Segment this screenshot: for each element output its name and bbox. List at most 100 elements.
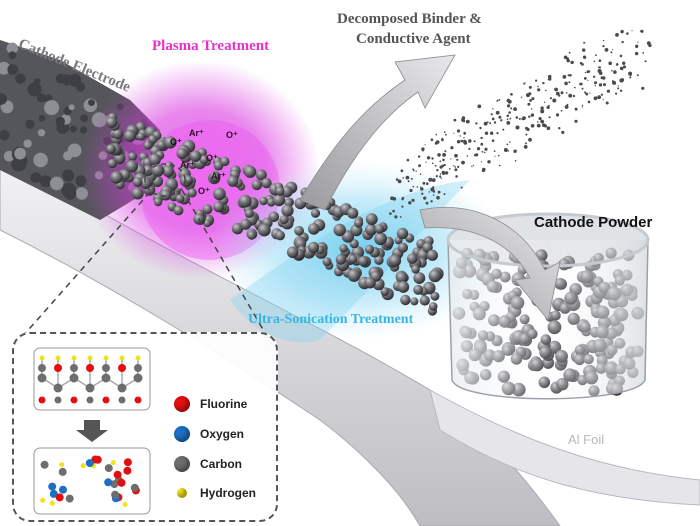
cathode-particle [426, 249, 438, 261]
cathode-particle [251, 179, 263, 191]
carbon-atom [133, 373, 143, 383]
dust-particle [415, 170, 417, 172]
dust-particle [454, 166, 457, 168]
cathode-particle [347, 269, 361, 282]
electrode-grain [0, 61, 11, 75]
cathode-particle [151, 164, 165, 177]
dust-particle [554, 87, 558, 92]
carbon-atom [37, 373, 47, 383]
dust-particle [507, 104, 511, 108]
hydrogen-atom [39, 355, 45, 361]
fragment-atom [130, 483, 139, 492]
cathode-particle [148, 134, 158, 144]
dust-particle [490, 113, 493, 116]
dust-particle [626, 32, 629, 35]
electrode-grain [6, 42, 18, 54]
dust-particle [530, 113, 535, 117]
dust-particle [498, 99, 501, 101]
cathode-particle [339, 244, 348, 253]
cathode-particle [244, 165, 257, 178]
dust-particle [606, 89, 611, 93]
decomposed-label-line1: Decomposed Binder & [337, 11, 482, 27]
dust-particle [479, 126, 482, 130]
dust-particle [549, 97, 553, 100]
cathode-particle [413, 272, 426, 284]
dust-particle [394, 215, 398, 219]
dust-particle [421, 192, 424, 195]
cathode-particle [419, 295, 430, 306]
dust-particle [441, 170, 445, 175]
dust-particle [528, 85, 532, 89]
dust-particle [584, 91, 587, 94]
dust-particle [480, 136, 483, 140]
cathode-particle [106, 116, 118, 128]
dust-particle [619, 78, 624, 83]
dust-particle [401, 205, 404, 208]
dust-particle [525, 142, 527, 145]
dust-particle [540, 106, 544, 110]
dust-particle [537, 88, 541, 92]
dust-particle [584, 71, 587, 74]
cathode-particle [275, 186, 285, 196]
legend-oxygen: Oxygen [174, 426, 244, 442]
dust-particle [543, 101, 546, 104]
dust-particle [475, 122, 478, 125]
dust-particle [621, 40, 624, 44]
dust-particle [600, 76, 604, 80]
hydrogen-atom [103, 355, 109, 361]
dust-particle [450, 146, 454, 150]
dust-particle [437, 153, 441, 157]
dust-particle [491, 139, 495, 142]
dust-particle [471, 165, 473, 167]
electrode-grain [30, 172, 42, 184]
dust-particle [574, 107, 578, 111]
dust-particle [619, 54, 623, 58]
dust-particle [434, 141, 438, 145]
dust-particle [401, 196, 405, 200]
atom [38, 364, 46, 372]
dust-particle [484, 147, 488, 151]
cathode-particle [275, 230, 285, 241]
cathode-particle [255, 169, 267, 181]
cathode-particle [272, 193, 286, 207]
electrode-grain [14, 147, 26, 160]
dust-particle [594, 85, 596, 87]
electrode-grain [88, 99, 95, 106]
dust-particle [406, 158, 410, 162]
cathode-particle [281, 185, 293, 198]
dust-particle [574, 119, 578, 123]
dust-particle [443, 193, 446, 196]
dust-particle [468, 147, 471, 150]
dust-particle [579, 61, 583, 65]
legend-label: Fluorine [200, 397, 248, 411]
dust-particle [486, 121, 489, 124]
carbon-dot-icon [174, 456, 190, 472]
atom [70, 364, 78, 372]
dust-particle [450, 158, 452, 160]
legend-label: Oxygen [200, 427, 245, 441]
cathode-particle [410, 297, 419, 306]
cathode-particle [294, 225, 304, 236]
dust-particle [611, 69, 613, 72]
decomposed-dust [389, 29, 652, 219]
arrow-to-beaker [419, 207, 561, 321]
dust-particle [418, 164, 421, 168]
dust-particle [453, 132, 455, 134]
dust-particle [558, 94, 561, 97]
dust-particle [610, 51, 613, 54]
dust-particle [425, 201, 429, 205]
dust-particle [422, 181, 426, 185]
electrode-grain [33, 152, 48, 168]
dust-particle [497, 154, 500, 157]
cathode-particle [422, 242, 433, 253]
dust-particle [445, 133, 447, 136]
dust-particle [509, 141, 511, 143]
cathode-particle [413, 284, 424, 295]
cathode-particle [261, 177, 272, 189]
cathode-particle [364, 277, 376, 289]
dust-particle [641, 86, 645, 90]
cathode-particle [400, 294, 411, 306]
cathode-particle [107, 158, 118, 169]
dust-particle [568, 81, 571, 84]
dust-particle [619, 89, 623, 93]
